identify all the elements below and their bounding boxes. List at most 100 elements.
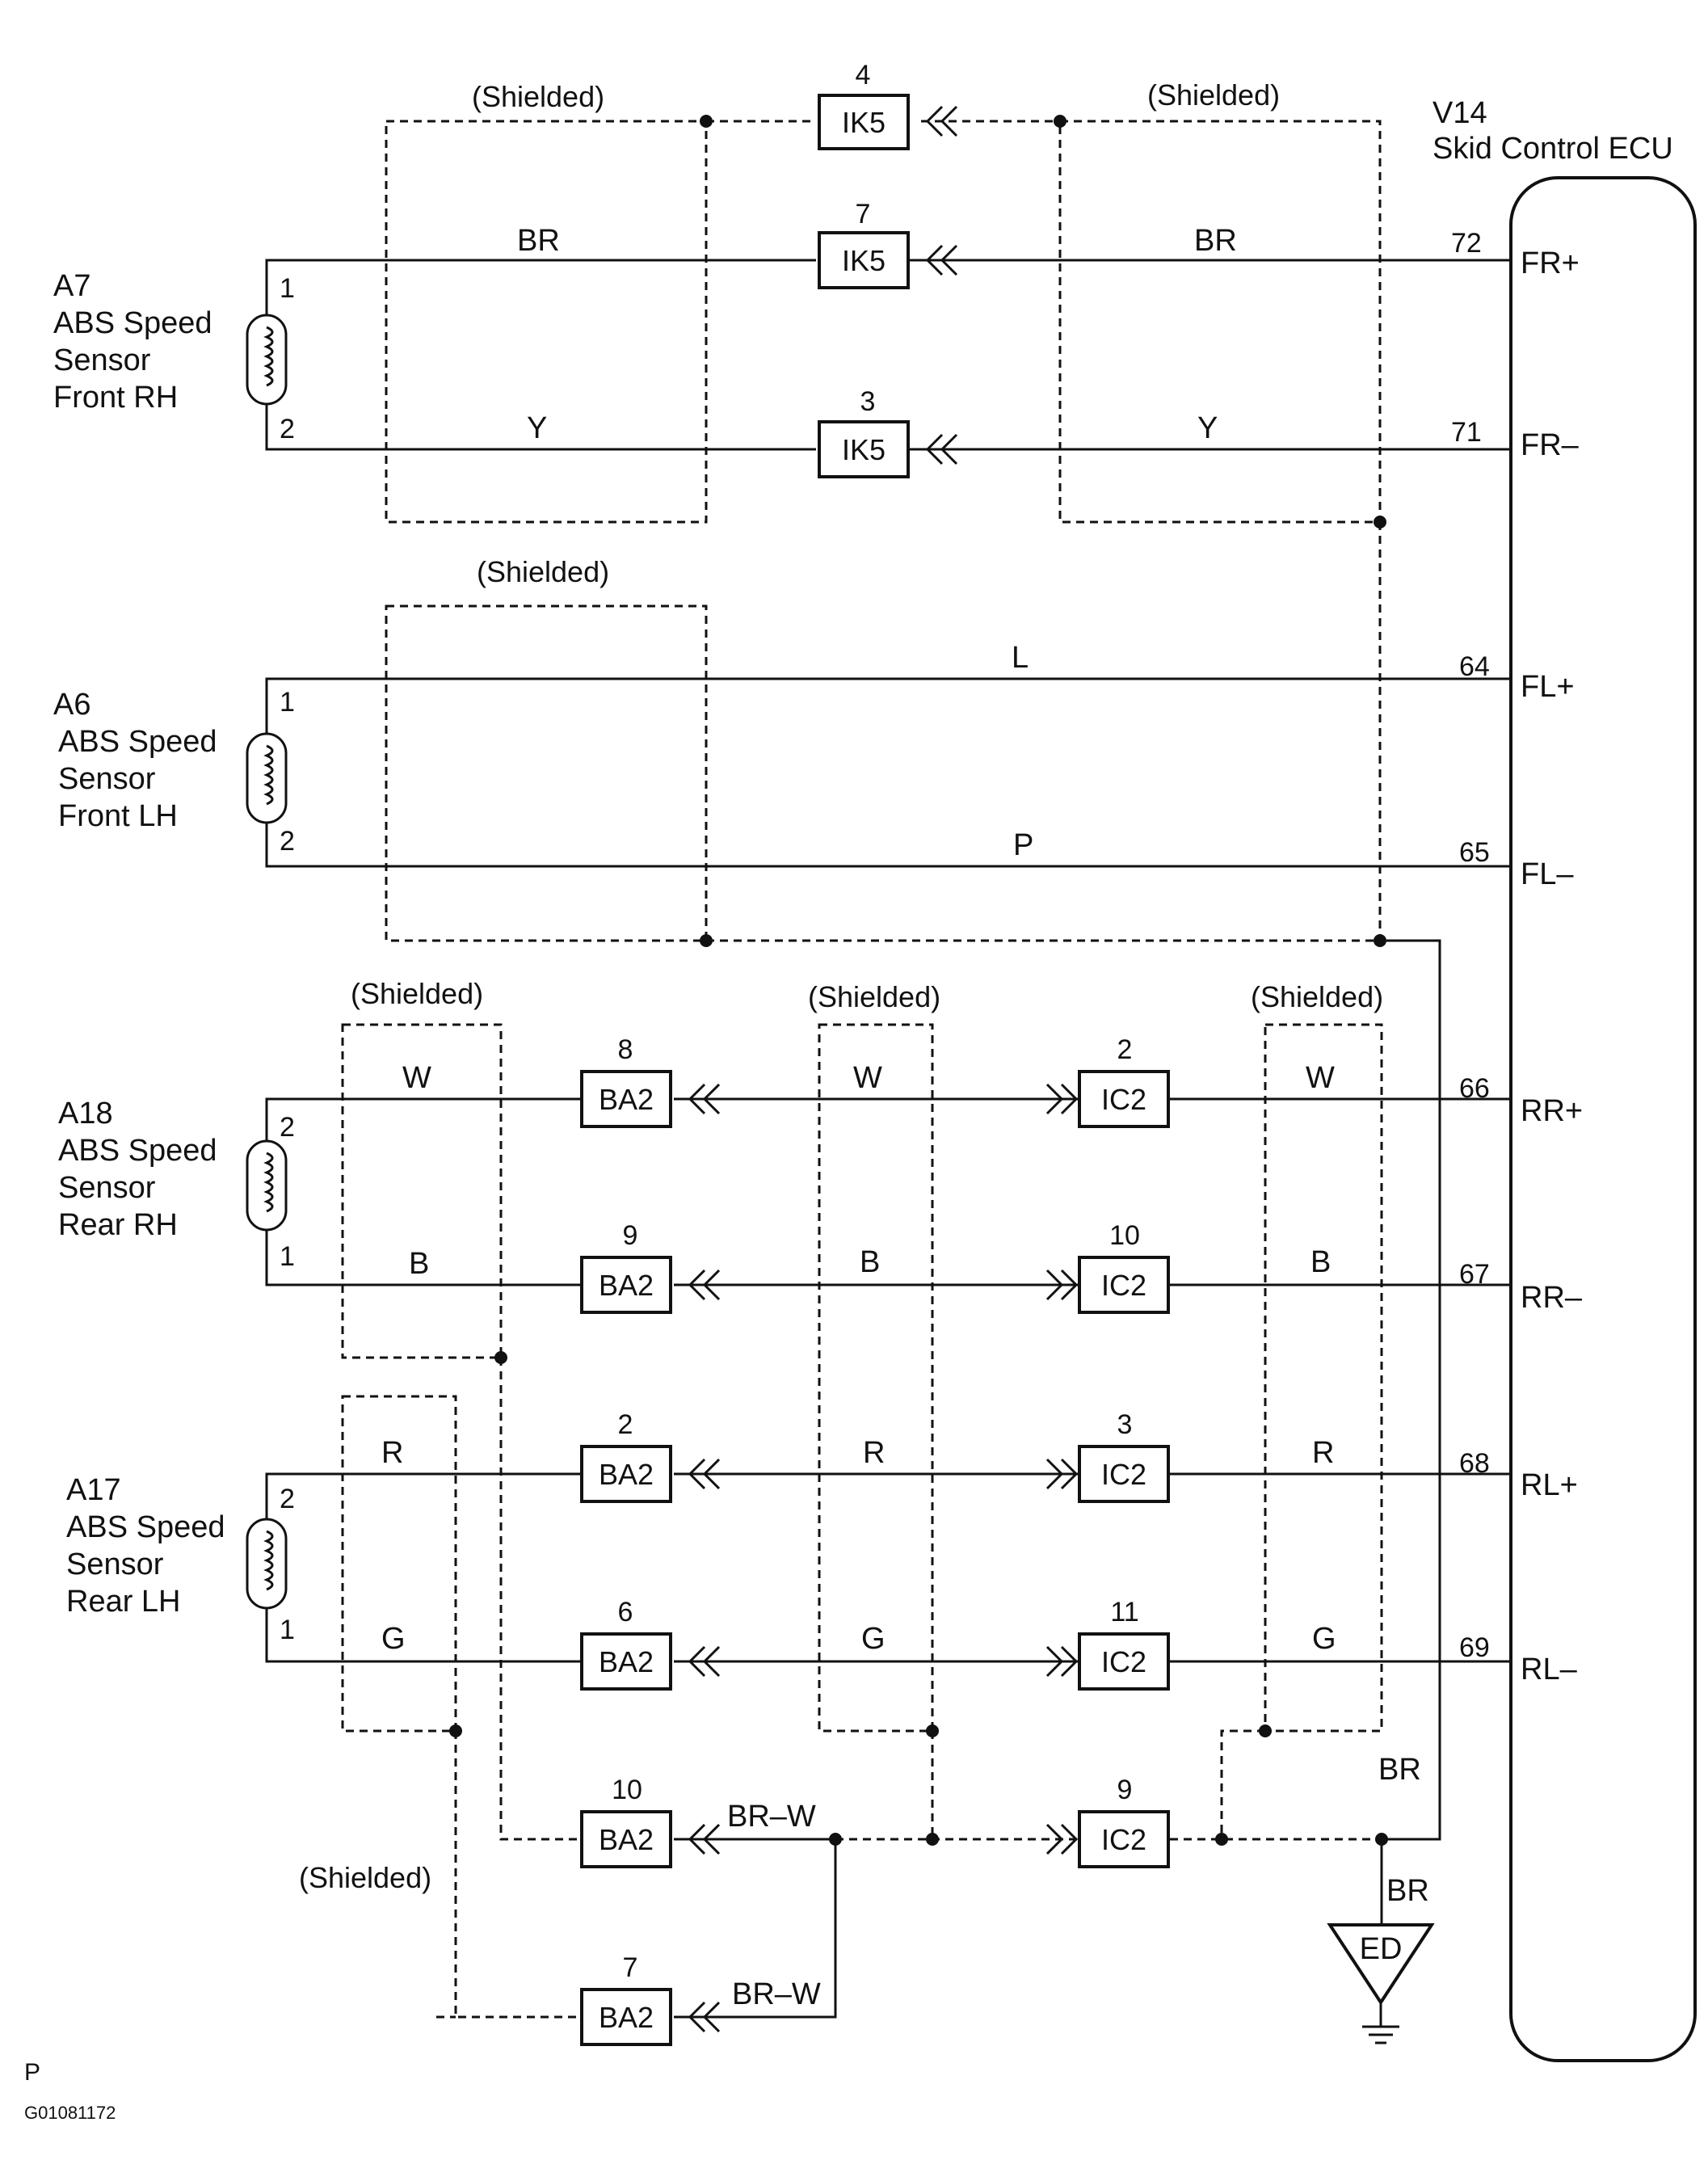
wire-label-br-1: BR [517,224,560,258]
wire-label-g-1: G [381,1622,406,1656]
wire-label-w-1: W [402,1061,431,1095]
shield-labels: (Shielded) (Shielded) (Shielded) (Shield… [299,78,1383,1894]
shield-lines [341,120,1383,2019]
sensor-a7-id: A7 [53,269,90,303]
connector-label: IK5 [842,106,886,139]
connector-pin: 3 [860,386,876,417]
sensor-a7-line2: Sensor [53,343,151,377]
sensor-a18-pin-bottom: 1 [280,1241,295,1272]
skid-control-ecu: V14 Skid Control ECU FR+ FR– FL+ FL– RR+… [1432,96,1697,2062]
connector-pin: 9 [623,1220,638,1251]
connector-ba2-pin-10: BA2 10 [580,1775,721,1868]
connector-label: BA2 [599,2001,654,2034]
ecu-pin-71: 71 [1451,417,1482,448]
connector-label: IC2 [1101,1083,1146,1116]
sensor-a6-line1: ABS Speed [58,725,217,759]
sensor-a17-line3: Rear LH [66,1585,181,1619]
wire-label-y-1: Y [527,411,547,445]
connector-ic2-pin-3: IC2 3 [1045,1409,1170,1503]
connector-pin: 11 [1110,1597,1138,1627]
ecu-terminal-fl-plus: FL+ [1521,670,1575,704]
connector-pin: 9 [1117,1775,1133,1805]
ecu-terminal-fr-plus: FR+ [1521,246,1580,280]
wire-label-l: L [1012,641,1029,675]
ecu-pin-69: 69 [1459,1632,1490,1663]
sensor-a17-pin-bottom: 1 [280,1615,295,1645]
wire-label-w-2: W [853,1061,882,1095]
sensor-a7-line1: ABS Speed [53,306,212,340]
ecu-pin-64: 64 [1459,651,1490,682]
figure-id: G01081172 [24,2103,116,2123]
sensor-a6-pin-top: 1 [280,687,295,718]
ecu-terminal-fl-minus: FL– [1521,857,1574,891]
connector-pin: 7 [623,1952,638,1983]
connector-ba2-pin-9: BA2 9 [580,1220,721,1314]
ecu-terminal-rl-minus: RL– [1521,1653,1578,1686]
wire-label-w-3: W [1306,1061,1335,1095]
sensor-a6-front-lh: A6 ABS Speed Sensor Front LH 1 2 [53,687,295,857]
connector-label: BA2 [599,1645,654,1678]
sensor-a17-rear-lh: A17 ABS Speed Sensor Rear LH 2 1 [66,1473,295,1645]
connector-ic2-pin-2: IC2 2 [1045,1034,1170,1128]
connector-ba2-pin-7: BA2 7 [580,1952,721,2046]
connector-label: IC2 [1101,1269,1146,1302]
connector-ik5-pin-3: IK5 3 [818,386,958,478]
shield-label-middle: (Shielded) [808,980,940,1013]
shield-label-fr-left: (Shielded) [472,80,604,113]
sensor-a18-rear-rh: A18 ABS Speed Sensor Rear RH 2 1 [58,1097,295,1272]
sensor-a18-id: A18 [58,1097,113,1131]
sensor-a17-line1: ABS Speed [66,1510,225,1544]
wire-label-p: P [1013,828,1033,862]
sensor-a7-line3: Front RH [53,381,178,415]
wire-label-br-2: BR [1194,224,1237,258]
ecu-terminal-rr-plus: RR+ [1521,1094,1583,1128]
wire-label-g-3: G [1312,1622,1336,1656]
wire-label-br-w-1: BR–W [727,1800,816,1834]
ecu-pin-65: 65 [1459,837,1490,868]
ground-ed: ED [1327,1923,1435,2044]
sensor-a18-pin-top: 2 [280,1112,295,1143]
sensor-a6-pin-bottom: 2 [280,826,295,857]
connector-ba2-pin-6: BA2 6 [580,1597,721,1691]
wire-label-b-3: B [1310,1245,1331,1279]
connector-ic2-pin-11: IC2 11 [1045,1597,1170,1691]
connector-label: BA2 [599,1458,654,1491]
connector-pin: 4 [856,60,871,91]
connector-label: BA2 [599,1083,654,1116]
sensor-a18-line1: ABS Speed [58,1134,217,1168]
connector-pin: 10 [1109,1220,1140,1251]
connector-ba2-pin-8: BA2 8 [580,1034,721,1128]
ecu-terminal-fr-minus: FR– [1521,428,1580,462]
sensor-a17-line2: Sensor [66,1547,164,1581]
page-code: P [24,2059,40,2086]
sensor-a6-line2: Sensor [58,762,156,796]
connector-label: BA2 [599,1269,654,1302]
splice-points [449,115,1388,1846]
sensor-a6-line3: Front LH [58,799,178,833]
connector-ic2-pin-9: IC2 9 [1045,1775,1170,1868]
sensor-a17-pin-top: 2 [280,1484,295,1514]
ecu-terminal-rl-plus: RL+ [1521,1468,1578,1502]
connector-label: IC2 [1101,1823,1146,1856]
connector-pin: 8 [618,1034,633,1065]
connector-label: IK5 [842,433,886,466]
sensor-a6-id: A6 [53,688,90,722]
wire-label-r-2: R [863,1436,885,1470]
wire-label-y-2: Y [1197,411,1218,445]
connector-pin: 7 [856,199,871,229]
ecu-id: V14 [1432,96,1487,130]
connector-ic2-pin-10: IC2 10 [1045,1220,1170,1314]
shield-label-rl: (Shielded) [299,1861,431,1894]
ecu-terminal-rr-minus: RR– [1521,1281,1583,1315]
wire-label-g-2: G [861,1622,886,1656]
shield-label-rr: (Shielded) [351,977,483,1010]
wire-color-labels: BR BR Y Y L P W W W B B B R R R G G G BR… [381,224,1429,2011]
ecu-name: Skid Control ECU [1432,132,1673,166]
ecu-pin-72: 72 [1451,228,1482,259]
connector-pin: 3 [1117,1409,1133,1440]
connector-label: IC2 [1101,1645,1146,1678]
sensor-a7-pin-top: 1 [280,273,295,304]
wire-label-b-2: B [860,1245,880,1279]
ground-label: ED [1360,1932,1403,1966]
